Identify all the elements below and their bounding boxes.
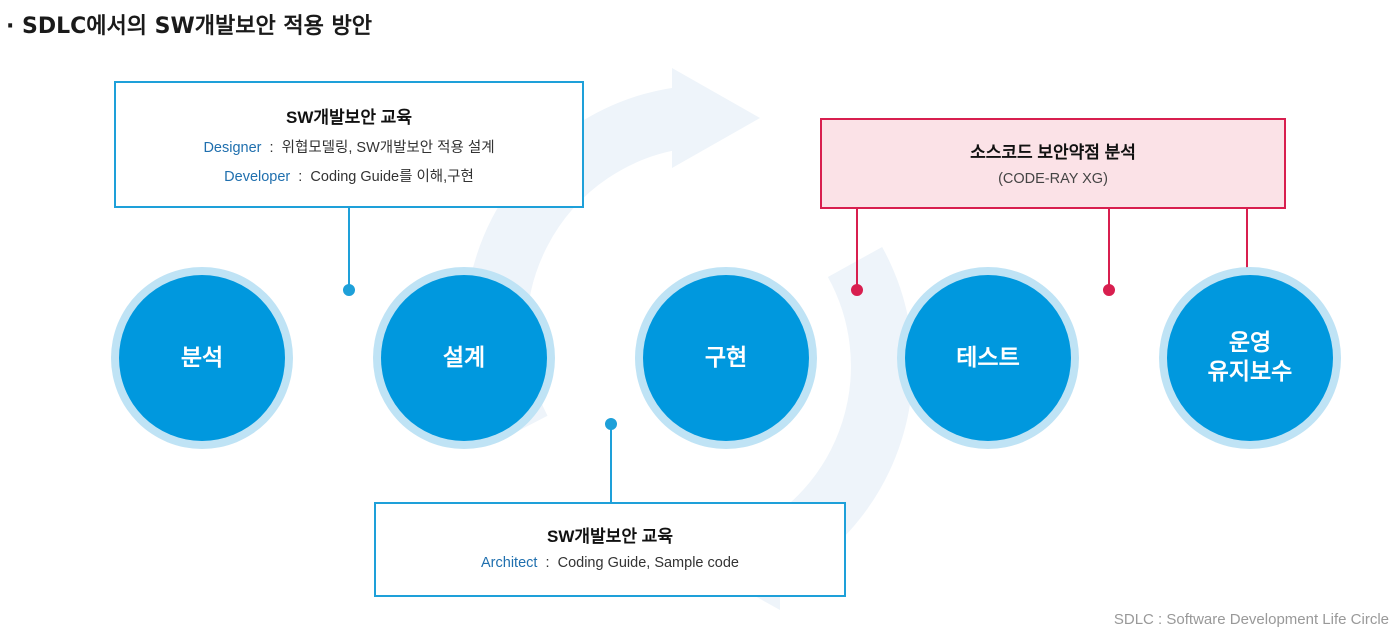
cycle-arrowhead: [672, 68, 760, 168]
box-subtitle: (CODE-RAY XG): [998, 171, 1108, 187]
box-title: 소스코드 보안약점 분석: [970, 143, 1136, 162]
box-line-architect: Architect : Coding Guide, Sample code: [376, 555, 844, 571]
box-title: SW개발보안 교육: [547, 527, 673, 546]
page-title: · SDLC에서의 SW개발보안 적용 방안: [6, 14, 373, 39]
stage-circle-operation: 운영 유지보수: [1167, 275, 1333, 441]
stage-label: 구현: [704, 344, 748, 371]
separator: :: [290, 169, 311, 185]
role-description: Coding Guide를 이해,구현: [310, 169, 474, 185]
stage-label: 유지보수: [1207, 359, 1293, 385]
source-code-analysis-box: 소스코드 보안약점 분석 (CODE-RAY XG): [820, 118, 1286, 209]
connector-bottom-dot: [605, 418, 617, 430]
role-description: Coding Guide, Sample code: [557, 555, 739, 571]
stage-circle-testing: 테스트: [905, 275, 1071, 441]
stage-label: 테스트: [956, 344, 1020, 371]
role-label: Architect: [481, 555, 538, 571]
connector-red-dot: [1103, 284, 1115, 296]
role-description: 위협모델링, SW개발보안 적용 설계: [281, 140, 495, 156]
role-label: Designer: [203, 140, 262, 156]
stage-label: 운영: [1228, 330, 1272, 356]
separator: :: [261, 140, 282, 156]
stage-label: 설계: [442, 344, 486, 371]
separator: :: [537, 555, 558, 571]
education-box-architect: SW개발보안 교육 Architect : Coding Guide, Samp…: [374, 502, 846, 597]
box-line-developer: Developer : Coding Guide를 이해,구현: [116, 165, 582, 186]
stage-label: 분석: [180, 344, 224, 371]
role-label: Developer: [224, 169, 291, 185]
box-line-designer: Designer : 위협모델링, SW개발보안 적용 설계: [116, 136, 582, 157]
stage-circle-analysis: 분석: [119, 275, 285, 441]
connector-red-dot: [851, 284, 863, 296]
education-box-design: SW개발보안 교육 Designer : 위협모델링, SW개발보안 적용 설계…: [114, 81, 584, 208]
blue-connectors: [343, 208, 617, 502]
stage-circle-implementation: 구현: [643, 275, 809, 441]
stage-circle-design: 설계: [381, 275, 547, 441]
box-title: SW개발보안 교육: [286, 108, 412, 127]
connector-top-dot: [343, 284, 355, 296]
red-connectors: [851, 209, 1253, 296]
footnote: SDLC : Software Development Life Circle: [1113, 611, 1389, 628]
